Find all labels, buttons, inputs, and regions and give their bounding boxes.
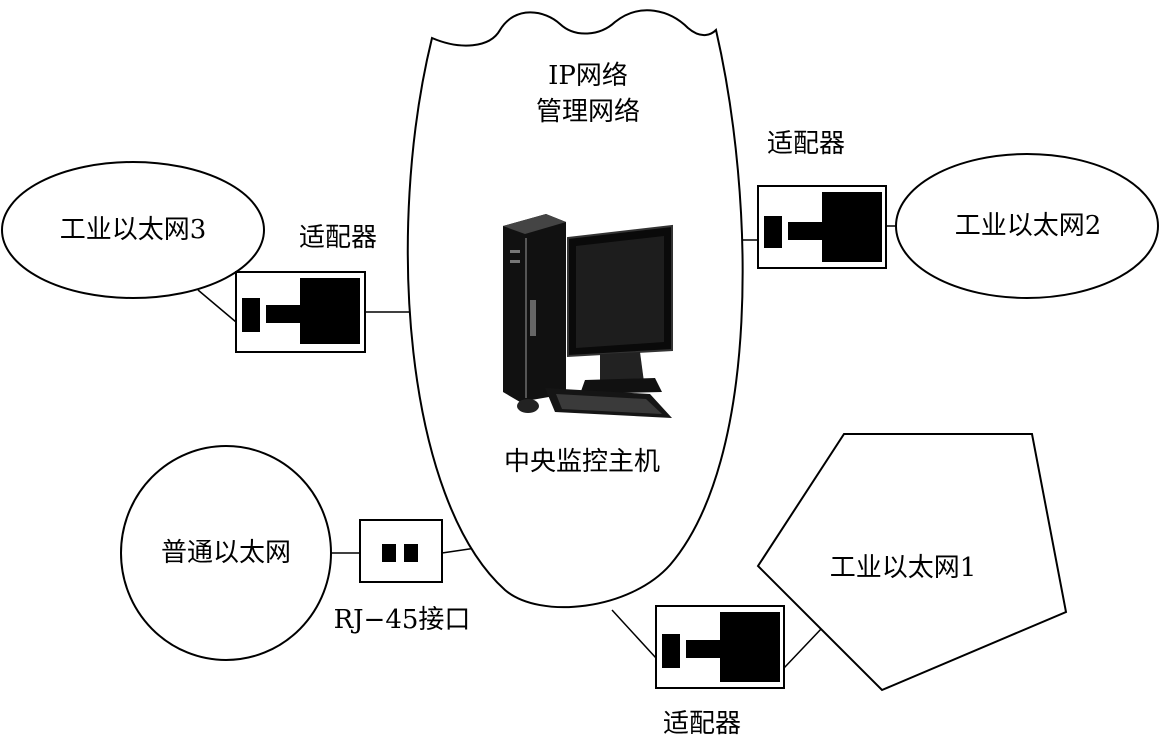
industrial-ethernet-3-ellipse: [1, 161, 265, 299]
rj45-port-label: RJ−45接口: [334, 605, 471, 635]
computer-icon: [503, 214, 673, 418]
line-adapter-bottom-to-eth1: [783, 627, 823, 669]
central-host-label: 中央监控主机: [504, 447, 660, 477]
line-ip-to-adapter-bottom: [611, 609, 657, 659]
rj45-port-device: [359, 519, 443, 583]
management-network-label: 管理网络: [536, 97, 640, 127]
industrial-ethernet-1-pentagon: [756, 433, 1068, 692]
industrial-ethernet-1-label: 工业以太网1: [830, 553, 977, 583]
industrial-ethernet-2-label: 工业以太网2: [955, 211, 1102, 241]
ordinary-ethernet-label: 普通以太网: [161, 538, 291, 568]
industrial-ethernet-2-ellipse: [895, 153, 1159, 299]
computer-mouse: [517, 399, 539, 413]
adapter-right-label: 适配器: [767, 129, 845, 159]
adapter-bottom-device: [655, 605, 785, 689]
ip-network-label: IP网络: [548, 61, 628, 91]
adapter-left-device: [235, 271, 366, 353]
adapter-bottom-label: 适配器: [663, 709, 741, 738]
adapter-left-label: 适配器: [299, 223, 377, 253]
ordinary-ethernet-ellipse: [120, 445, 332, 661]
industrial-ethernet-3-label: 工业以太网3: [60, 215, 207, 245]
line-eth3-to-adapter-left: [197, 289, 237, 323]
adapter-right-device: [757, 185, 887, 269]
